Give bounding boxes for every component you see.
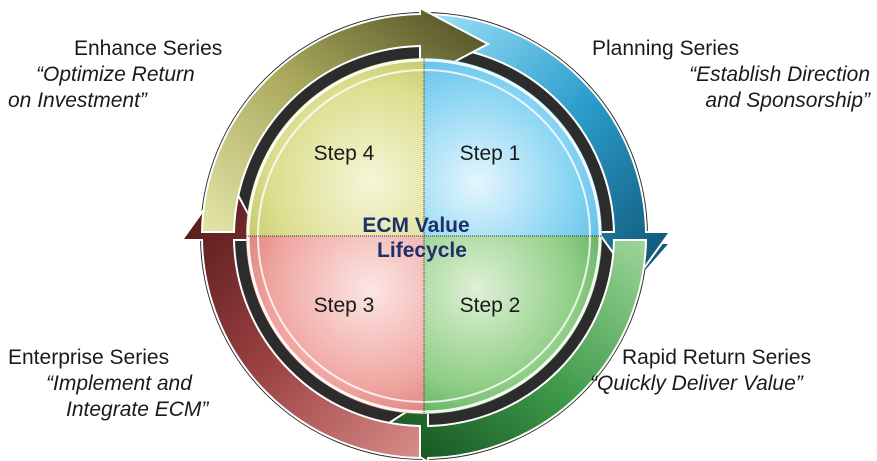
enterprise-series-caption: Enterprise Series “Implement and Integra…: [8, 345, 308, 423]
quadrant-step-4: [246, 58, 424, 236]
step-3-label: Step 3: [314, 294, 375, 317]
planning-series-name: Planning Series: [592, 37, 740, 60]
rapid-return-series-name: Rapid Return Series: [622, 346, 812, 369]
step-2-label: Step 2: [460, 294, 521, 317]
enterprise-series-motto-line1: “Implement and: [46, 372, 192, 395]
enhance-series-motto-line1: “Optimize Return: [36, 63, 195, 86]
rapid-return-series-motto-line1: “Quickly Deliver Value”: [590, 372, 803, 395]
enhance-series-name: Enhance Series: [74, 37, 223, 60]
planning-series-motto-line2: and Sponsorship”: [705, 89, 870, 112]
enhance-series-motto-line2: on Investment”: [8, 89, 147, 112]
planning-series-motto-line1: “Establish Direction: [689, 63, 870, 86]
enterprise-series-motto-line2: Integrate ECM”: [66, 398, 209, 421]
step-4-label: Step 4: [314, 142, 375, 165]
quadrant-step-1: [424, 58, 602, 236]
enterprise-series-name: Enterprise Series: [8, 346, 170, 369]
quadrant-step-3: [246, 236, 424, 414]
center-title-line1: ECM Value: [362, 214, 469, 237]
planning-series-caption: Planning Series “Establish Direction and…: [570, 36, 870, 114]
center-title-line2: Lifecycle: [377, 239, 467, 262]
step-1-label: Step 1: [460, 142, 521, 165]
arrow-enhance-band: [200, 6, 491, 233]
rapid-return-series-caption: Rapid Return Series “Quickly Deliver Val…: [590, 345, 875, 397]
quadrant-step-2: [424, 236, 602, 414]
enhance-series-caption: Enhance Series “Optimize Return on Inves…: [8, 36, 308, 114]
